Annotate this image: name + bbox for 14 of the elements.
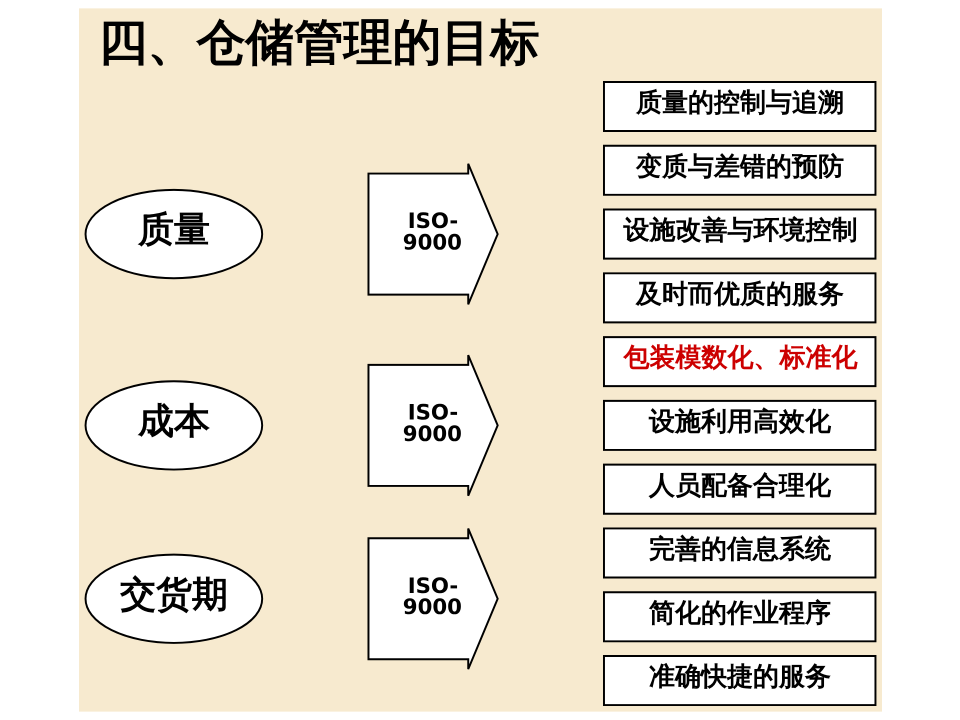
node-box: 及时而优质的服务 bbox=[602, 272, 876, 324]
node-box: 准确快捷的服务 bbox=[602, 655, 876, 706]
node-box: 人员配备合理化 bbox=[602, 464, 876, 515]
node-box: 质量的控制与追溯 bbox=[602, 81, 876, 132]
node-box: 设施利用高效化 bbox=[602, 400, 876, 451]
node-box: 变质与差错的预防 bbox=[602, 144, 876, 196]
node-ellipse: 交货期 bbox=[84, 554, 263, 644]
node-ellipse: 成本 bbox=[84, 380, 263, 471]
node-box: 简化的作业程序 bbox=[602, 591, 876, 642]
diagram-title: 四、仓储管理的目标 bbox=[98, 13, 540, 72]
node-ellipse: 质量 bbox=[84, 188, 263, 280]
node-box: 设施改善与环境控制 bbox=[602, 208, 876, 260]
node-box: 包装模数化、标准化 bbox=[602, 336, 876, 388]
node-box: 完善的信息系统 bbox=[602, 527, 876, 578]
